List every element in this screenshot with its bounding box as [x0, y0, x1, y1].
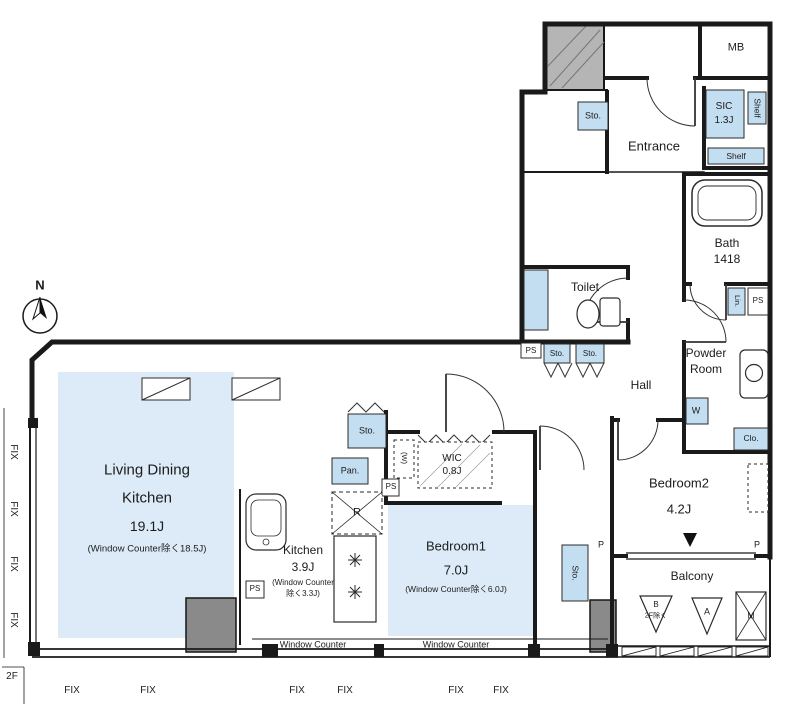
sto-toilet-box-1	[543, 343, 571, 364]
entrance-door	[646, 77, 696, 127]
sto-entrance-box	[577, 101, 609, 131]
toilet-shaft-box	[523, 269, 549, 331]
sto-kitchen-box	[347, 413, 387, 449]
evacuation-hatch-a	[691, 597, 723, 636]
sto-toilet-box-2	[575, 343, 605, 364]
balcony-hatches	[639, 591, 767, 641]
bedroom2-door	[617, 419, 659, 461]
ps-boxes	[245, 287, 769, 599]
wic-area	[417, 441, 493, 489]
toilet-fixture	[576, 297, 621, 329]
balcony-entry-marker	[683, 533, 697, 547]
room-fills	[58, 372, 533, 638]
stove	[333, 535, 377, 623]
balcony-hatch-rail	[621, 646, 769, 657]
windows	[2, 408, 771, 704]
sto-bedroom1-box	[561, 544, 589, 602]
shelf-right-box	[747, 91, 767, 125]
balcony-sliding-door	[626, 552, 756, 560]
bedroom1-floor	[388, 505, 533, 636]
bedroom1-door	[539, 425, 585, 471]
pan-box	[331, 457, 369, 485]
column-bottom-left	[185, 597, 237, 653]
shelf-bottom-box	[707, 147, 765, 165]
evacuation-hatch-b	[639, 595, 673, 634]
powder-room-door	[683, 299, 727, 343]
ps-wic-box	[381, 478, 400, 497]
walls	[29, 21, 773, 650]
bath-door	[689, 283, 727, 321]
refrigerator-symbol	[331, 491, 383, 535]
sic-box	[705, 89, 745, 139]
ceiling-symbols	[141, 377, 281, 401]
outer-guide-line	[2, 408, 25, 704]
kitchen-sink	[245, 493, 287, 551]
bathtub	[691, 179, 763, 227]
outer-walls	[29, 21, 773, 560]
ldk-door	[445, 373, 505, 433]
ps-kitchen-box	[245, 580, 265, 599]
lin-box	[727, 287, 746, 316]
interior-walls	[384, 22, 772, 650]
fixtures	[141, 179, 769, 641]
bottom-fix-window	[32, 648, 618, 658]
washer-box	[685, 397, 709, 425]
washbasin	[739, 349, 769, 399]
storage-boxes	[331, 89, 769, 602]
ldk-floor	[58, 372, 234, 638]
clo-box	[733, 427, 769, 451]
light-walls	[239, 89, 608, 645]
compass-icon	[22, 296, 58, 334]
bedroom2-dashed-closet	[747, 463, 769, 513]
balcony-railing	[618, 645, 770, 658]
washer-space-dashed	[393, 439, 415, 479]
mullions	[28, 418, 618, 657]
ps-toilet-box	[520, 342, 542, 359]
ps-powder-box	[747, 287, 769, 316]
